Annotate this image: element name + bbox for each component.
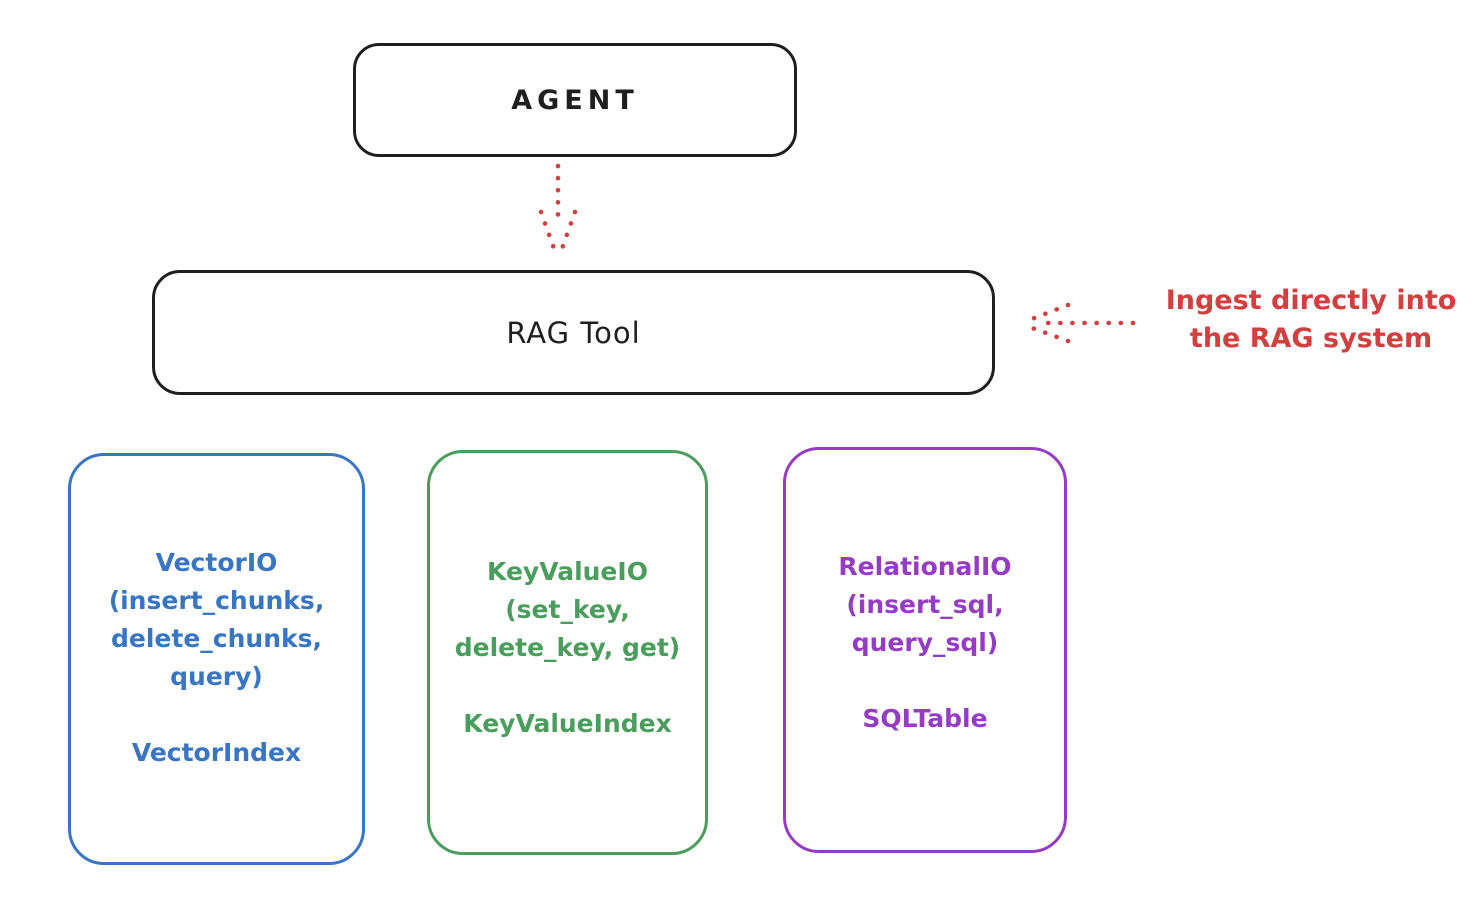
ingest-annotation-line2: the RAG system bbox=[1189, 323, 1433, 354]
arrow-annotation-to-rag-icon bbox=[1021, 302, 1136, 344]
keyvalue-io-box: KeyValueIO (set_key, delete_key, get) Ke… bbox=[427, 450, 708, 855]
vector-io-box: VectorIO (insert_chunks, delete_chunks, … bbox=[68, 453, 365, 865]
vector-io-method: query) bbox=[170, 662, 263, 691]
relational-io-method: query_sql) bbox=[851, 628, 999, 657]
ingest-annotation: Ingest directly into the RAG system bbox=[1138, 282, 1484, 358]
agent-label: AGENT bbox=[511, 84, 639, 116]
relational-io-box: RelationalIO (insert_sql, query_sql) SQL… bbox=[783, 447, 1067, 853]
keyvalue-io-title: KeyValueIO bbox=[487, 557, 648, 586]
vector-io-method: delete_chunks, bbox=[111, 624, 322, 653]
relational-io-title: RelationalIO bbox=[838, 552, 1012, 581]
keyvalue-io-method: (set_key, bbox=[505, 595, 630, 624]
rag-tool-label: RAG Tool bbox=[506, 315, 641, 350]
keyvalue-index-label: KeyValueIndex bbox=[463, 709, 672, 738]
sql-table-label: SQLTable bbox=[862, 704, 988, 733]
keyvalue-io-method: delete_key, get) bbox=[454, 633, 681, 662]
vector-index-label: VectorIndex bbox=[131, 738, 302, 767]
ingest-annotation-line1: Ingest directly into bbox=[1165, 285, 1457, 316]
arrow-agent-to-rag-icon bbox=[538, 163, 578, 260]
relational-io-method: (insert_sql, bbox=[846, 590, 1004, 619]
agent-box: AGENT bbox=[353, 43, 797, 157]
vector-io-method: (insert_chunks, bbox=[108, 586, 325, 615]
vector-io-title: VectorIO bbox=[155, 548, 278, 577]
rag-tool-box: RAG Tool bbox=[152, 270, 995, 395]
